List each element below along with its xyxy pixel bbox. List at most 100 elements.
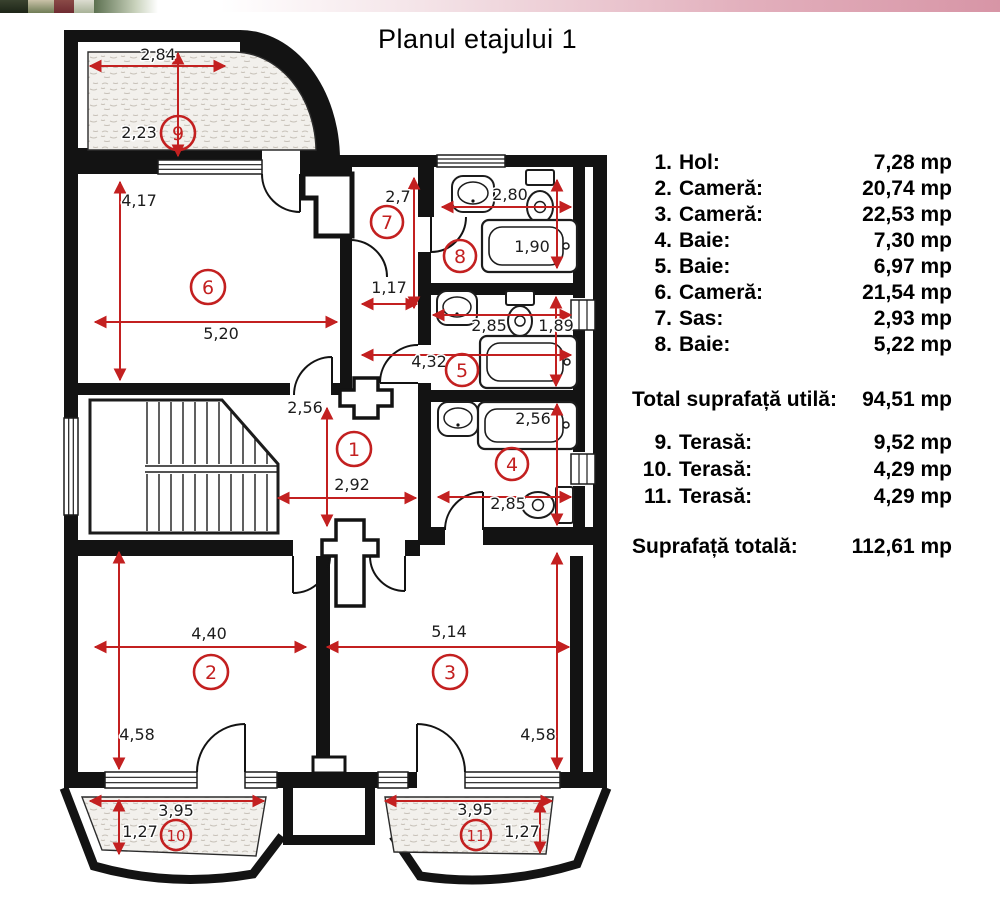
- legend-total-useful: Total suprafață utilă:94,51 mp: [632, 388, 952, 411]
- room-number-3: 3: [431, 653, 469, 691]
- dim-sas-width: 1,17: [371, 278, 407, 297]
- bathtub-fixture: [478, 334, 579, 390]
- door-arc: [292, 555, 331, 594]
- dim-bath4-width: 2,85: [490, 494, 526, 513]
- dimension-arrows: [88, 51, 573, 856]
- window: [244, 771, 278, 789]
- top-banner: [0, 0, 1000, 13]
- window: [570, 299, 596, 331]
- legend-row: 3.Cameră:22,53 mp: [654, 203, 952, 226]
- banner-photo-fragment: [54, 0, 74, 13]
- page-title: Planul etajului 1: [378, 24, 578, 54]
- dim-terrace9-depth: 2,23: [121, 123, 157, 142]
- legend: 1.Hol:7,28 mp 2.Cameră:20,74 mp 3.Cameră…: [632, 150, 952, 560]
- window: [436, 154, 506, 168]
- dimension-labels: 2,84 2,23 4,17 5,20 2,7 1,17 2,80 1,90 2…: [118, 44, 576, 843]
- dim-room2-width: 4,40: [191, 624, 227, 643]
- dim-hall-width: 2,92: [334, 475, 370, 494]
- door-arc: [293, 356, 333, 396]
- flue-closet: [300, 171, 355, 239]
- terrace-9-floor: [87, 51, 317, 151]
- svg-text:11: 11: [466, 827, 485, 845]
- dim-terrace9-width: 2,84: [140, 45, 176, 64]
- room-number-6: 6: [189, 268, 227, 306]
- dim-terrace10-depth: 1,27: [122, 822, 158, 841]
- toilet-fixture: [521, 486, 574, 524]
- toilet-fixture: [525, 169, 555, 224]
- dim-room6-height: 4,17: [121, 191, 157, 210]
- door-arc: [261, 173, 301, 213]
- dim-room3-height: 4,58: [520, 725, 556, 744]
- dim-hall-height: 2,56: [287, 398, 323, 417]
- window: [63, 417, 79, 516]
- chimney-cross-upper: [338, 376, 394, 420]
- room-number-11: 11: [459, 818, 493, 852]
- dim-terrace10-width: 3,95: [158, 801, 194, 820]
- svg-text:2: 2: [205, 662, 217, 684]
- toilet-fixture: [505, 290, 535, 337]
- dim-sas-height: 2,7: [385, 187, 410, 206]
- svg-text:4: 4: [506, 454, 518, 476]
- legend-row: 4.Baie:7,30 mp: [654, 229, 952, 252]
- banner-photo-fragment: [94, 0, 158, 13]
- sink-fixture: [437, 401, 479, 437]
- room-number-4: 4: [494, 446, 530, 482]
- window: [104, 771, 198, 789]
- banner-photo-fragment: [28, 0, 54, 13]
- room-number-7: 7: [369, 204, 405, 240]
- room-number-badges: 1 2 3 4 5 6 7 8 9 10 11: [159, 114, 530, 852]
- terrace-floors: [80, 51, 554, 857]
- svg-text:7: 7: [381, 212, 393, 234]
- dim-bath8-width: 2,80: [492, 185, 528, 204]
- svg-text:5: 5: [456, 360, 468, 382]
- door-arc: [416, 723, 466, 773]
- room-number-8: 8: [442, 238, 478, 274]
- dim-bath4-tub: 2,56: [515, 409, 551, 428]
- dim-bath5-length: 4,32: [411, 352, 447, 371]
- window: [157, 159, 263, 175]
- dim-room3-width: 5,14: [431, 622, 467, 641]
- window: [570, 453, 596, 485]
- legend-row: 11.Terasă:4,29 mp: [643, 485, 952, 508]
- terrace-outer-walls: [59, 786, 612, 885]
- window: [377, 771, 409, 789]
- legend-row: 1.Hol:7,28 mp: [654, 151, 952, 174]
- banner-photo-fragment: [74, 0, 94, 13]
- room-number-10: 10: [159, 818, 193, 852]
- svg-text:9: 9: [172, 123, 184, 145]
- staircase: [88, 398, 280, 535]
- dim-terrace11-width: 3,95: [457, 800, 493, 819]
- legend-row: 8.Baie:5,22 mp: [654, 333, 952, 356]
- legend-row: 6.Cameră:21,54 mp: [654, 281, 952, 304]
- dim-bath8-tub: 1,90: [514, 237, 550, 256]
- windows: [63, 154, 596, 789]
- svg-text:8: 8: [454, 246, 466, 268]
- walls: [64, 30, 607, 845]
- legend-row: 9.Terasă:9,52 mp: [654, 431, 952, 454]
- svg-text:6: 6: [202, 277, 214, 299]
- legend-row: 10.Terasă:4,29 mp: [642, 458, 952, 481]
- legend-total: Suprafață totală:112,61 mp: [632, 535, 952, 558]
- dim-bath5-height: 1,89: [538, 316, 574, 335]
- room-number-2: 2: [192, 653, 230, 691]
- door-arc: [349, 239, 388, 278]
- door-arc: [196, 723, 246, 773]
- room-number-9: 9: [159, 114, 197, 152]
- legend-row: 2.Cameră:20,74 mp: [654, 177, 952, 200]
- dim-room6-width: 5,20: [203, 324, 239, 343]
- window: [464, 771, 561, 789]
- room-number-1: 1: [335, 430, 373, 468]
- chimney-cross-lower: [320, 518, 380, 608]
- dim-terrace11-depth: 1,27: [504, 822, 540, 841]
- bay-bump: [311, 755, 347, 775]
- legend-row: 5.Baie:6,97 mp: [654, 255, 952, 278]
- banner-photo-fragment: [0, 0, 28, 13]
- room-number-5: 5: [444, 352, 480, 388]
- door-arc: [369, 555, 406, 592]
- legend-row: 7.Sas:2,93 mp: [654, 307, 952, 330]
- svg-text:1: 1: [348, 439, 360, 461]
- svg-text:3: 3: [444, 662, 456, 684]
- dim-room2-height: 4,58: [119, 725, 155, 744]
